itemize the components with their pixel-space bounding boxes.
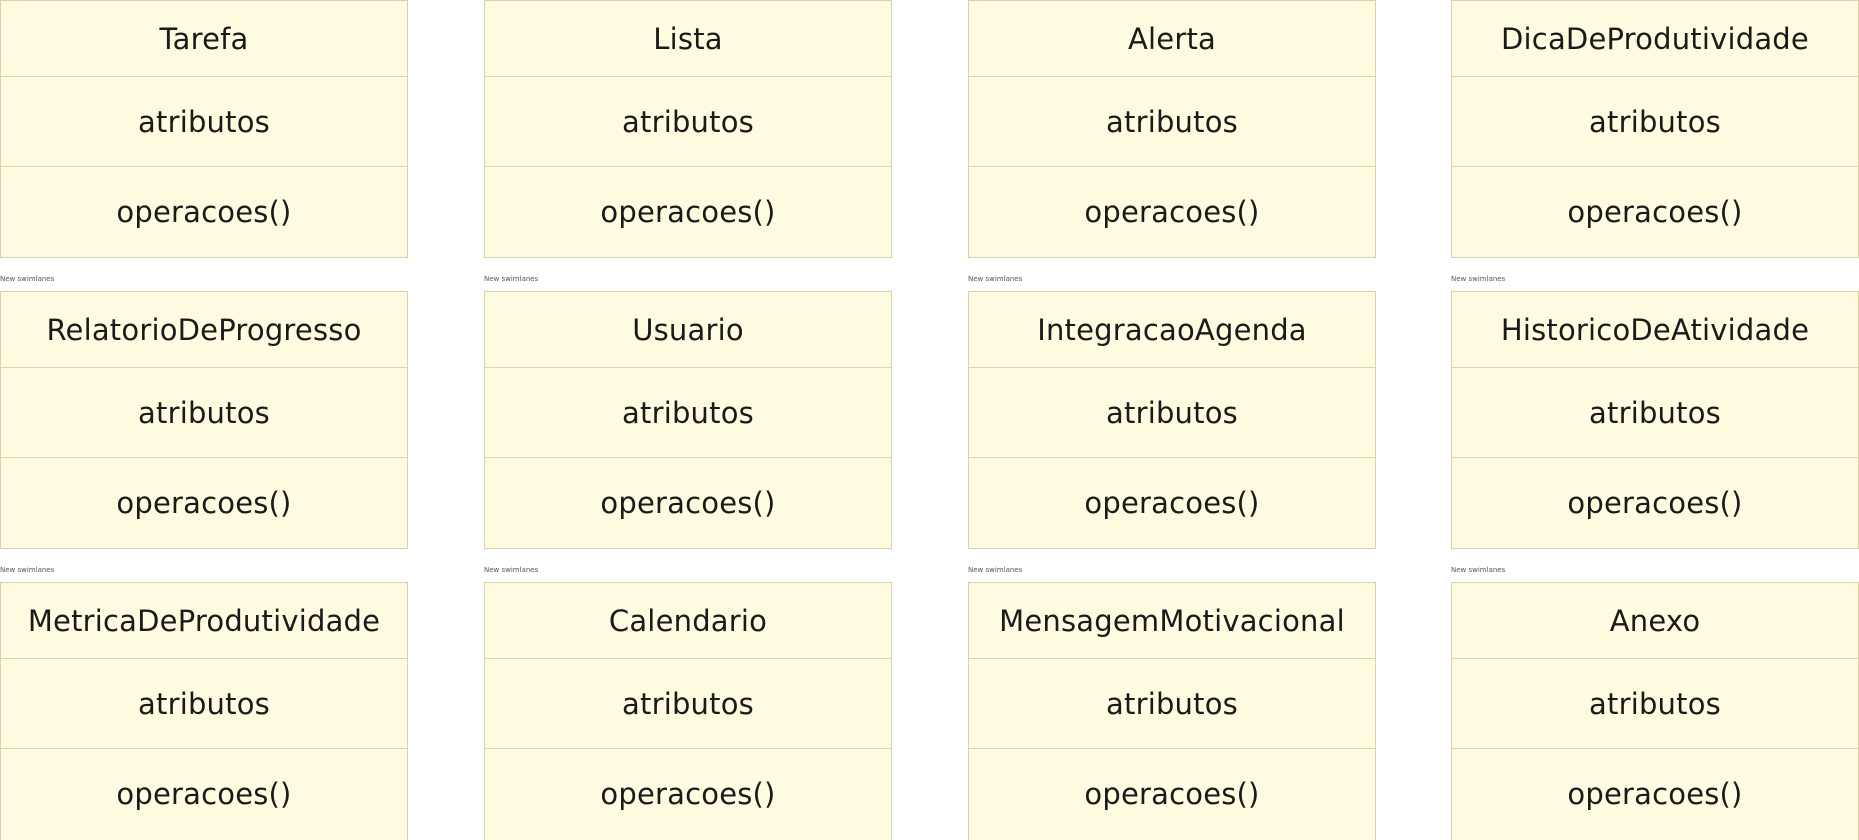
class-attributes: atributos	[969, 368, 1375, 458]
class-operations: operacoes()	[1567, 777, 1743, 811]
class-box-relatoriodeprogresso[interactable]: RelatorioDeProgresso atributos operacoes…	[0, 291, 408, 549]
class-box-alerta[interactable]: Alerta atributos operacoes()	[968, 0, 1376, 258]
class-name: Lista	[485, 1, 891, 77]
class-name: Usuario	[485, 292, 891, 368]
class-name: IntegracaoAgenda	[969, 292, 1375, 368]
class-operations: operacoes()	[1084, 486, 1260, 520]
swimlane-label: New swimlanes	[968, 275, 1023, 283]
class-box-anexo[interactable]: Anexo atributos operacoes()	[1451, 582, 1859, 840]
class-box-metricadeprodutividade[interactable]: MetricaDeProdutividade atributos operaco…	[0, 582, 408, 840]
class-attributes: atributos	[1, 77, 407, 167]
class-operations: operacoes()	[116, 486, 292, 520]
class-operations: operacoes()	[600, 486, 776, 520]
class-attributes: atributos	[485, 368, 891, 458]
swimlane-label: New swimlanes	[0, 566, 55, 574]
class-box-dicadeprodutividade[interactable]: DicaDeProdutividade atributos operacoes(…	[1451, 0, 1859, 258]
class-attributes: atributos	[1452, 368, 1858, 458]
class-operations: operacoes()	[1084, 195, 1260, 229]
class-operations: operacoes()	[600, 195, 776, 229]
swimlane-label: New swimlanes	[0, 275, 55, 283]
class-operations: operacoes()	[1084, 777, 1260, 811]
class-attributes: atributos	[485, 659, 891, 749]
class-attributes: atributos	[1, 659, 407, 749]
swimlane-label: New swimlanes	[968, 566, 1023, 574]
class-box-calendario[interactable]: Calendario atributos operacoes()	[484, 582, 892, 840]
class-box-mensagemmotivacional[interactable]: MensagemMotivacional atributos operacoes…	[968, 582, 1376, 840]
class-name: Alerta	[969, 1, 1375, 77]
class-attributes: atributos	[969, 659, 1375, 749]
class-operations: operacoes()	[1567, 486, 1743, 520]
class-attributes: atributos	[1452, 659, 1858, 749]
class-operations: operacoes()	[1567, 195, 1743, 229]
class-name: HistoricoDeAtividade	[1452, 292, 1858, 368]
class-box-lista[interactable]: Lista atributos operacoes()	[484, 0, 892, 258]
class-box-integracaoagenda[interactable]: IntegracaoAgenda atributos operacoes()	[968, 291, 1376, 549]
class-name: Anexo	[1452, 583, 1858, 659]
swimlane-label: New swimlanes	[1451, 275, 1506, 283]
class-box-usuario[interactable]: Usuario atributos operacoes()	[484, 291, 892, 549]
swimlane-label: New swimlanes	[484, 275, 539, 283]
class-attributes: atributos	[1452, 77, 1858, 167]
class-name: RelatorioDeProgresso	[1, 292, 407, 368]
class-operations: operacoes()	[116, 777, 292, 811]
class-box-historicodeatividade[interactable]: HistoricoDeAtividade atributos operacoes…	[1451, 291, 1859, 549]
class-attributes: atributos	[485, 77, 891, 167]
swimlane-label: New swimlanes	[1451, 566, 1506, 574]
class-operations: operacoes()	[116, 195, 292, 229]
class-name: MetricaDeProdutividade	[1, 583, 407, 659]
class-box-tarefa[interactable]: Tarefa atributos operacoes()	[0, 0, 408, 258]
class-attributes: atributos	[1, 368, 407, 458]
class-name: Tarefa	[1, 1, 407, 77]
swimlane-label: New swimlanes	[484, 566, 539, 574]
class-name: Calendario	[485, 583, 891, 659]
class-operations: operacoes()	[600, 777, 776, 811]
class-attributes: atributos	[969, 77, 1375, 167]
class-name: DicaDeProdutividade	[1452, 1, 1858, 77]
class-name: MensagemMotivacional	[969, 583, 1375, 659]
